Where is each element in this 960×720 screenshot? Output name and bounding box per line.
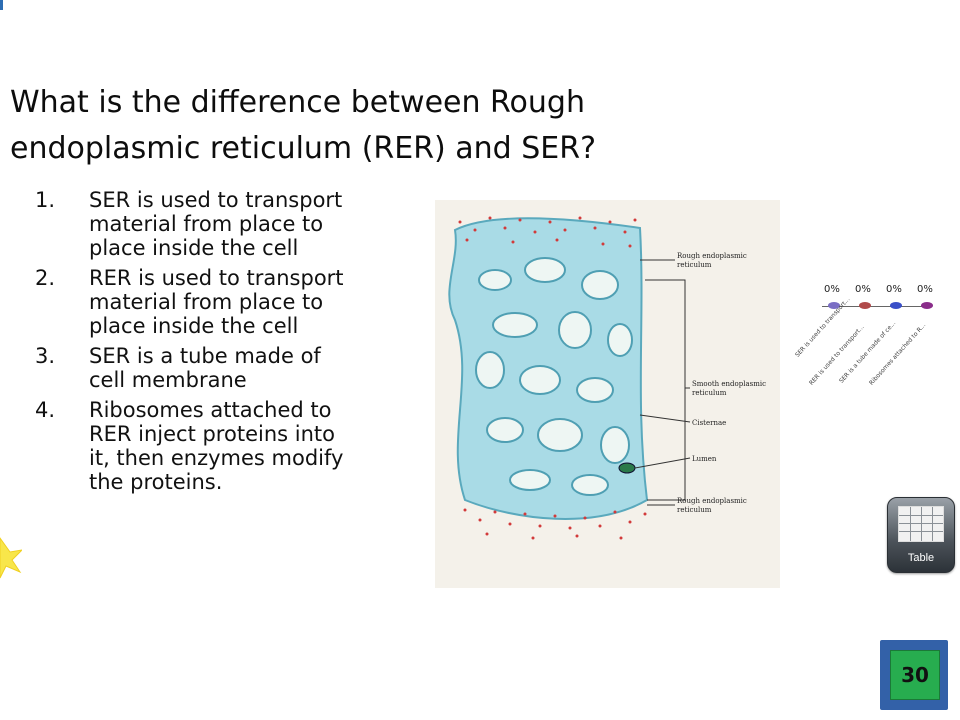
poll-bar-4 xyxy=(921,302,933,309)
slide-title-line-2: endoplasmic reticulum (RER) and SER? xyxy=(10,131,597,166)
poll-percentage: 0% xyxy=(886,284,902,295)
table-button-label: Table xyxy=(907,552,935,564)
answer-text-line: it, then enzymes modify xyxy=(89,446,344,470)
answer-text-line: material from place to xyxy=(89,290,324,314)
answer-number: 2. xyxy=(35,266,56,290)
table-grid-icon xyxy=(898,506,944,542)
label-lumen: Lumen xyxy=(692,455,717,463)
label-rough-er-top-2: reticulum xyxy=(677,261,712,269)
slide-title-line-1: What is the difference between Rough xyxy=(10,85,585,120)
answer-text-line: SER is a tube made of xyxy=(89,344,321,368)
poll-bar-3 xyxy=(890,302,902,309)
label-rough-er-top-1: Rough endoplasmic xyxy=(677,252,747,260)
answer-text-line: place inside the cell xyxy=(89,236,299,260)
answer-option-1[interactable]: 1. SER is used to transport material fro… xyxy=(35,188,420,260)
er-tubule-holes xyxy=(475,257,633,496)
answer-text-line: Ribosomes attached to xyxy=(89,398,332,422)
label-smooth-er-1: Smooth endoplasmic xyxy=(692,380,766,388)
slide-title: What is the difference between Rough end… xyxy=(10,80,710,172)
label-rough-er-bottom-1: Rough endoplasmic xyxy=(677,497,747,505)
sun-decoration-icon xyxy=(0,537,22,579)
countdown-value: 30 xyxy=(890,650,940,700)
poll-tick-label: SER is a tube made of ce... xyxy=(838,319,898,385)
answer-number: 1. xyxy=(35,188,56,212)
label-smooth-er-2: reticulum xyxy=(692,389,727,397)
answer-text-line: SER is used to transport xyxy=(89,188,343,212)
label-rough-er-bottom-2: reticulum xyxy=(677,506,712,514)
er-diagram-illustration: Rough endoplasmic reticulum Smooth endop… xyxy=(448,216,766,540)
answer-text-line: the proteins. xyxy=(89,470,223,494)
corner-accent xyxy=(0,0,3,10)
answer-text-line: cell membrane xyxy=(89,368,247,392)
answer-option-2[interactable]: 2. RER is used to transport material fro… xyxy=(35,266,420,338)
poll-percentage: 0% xyxy=(917,284,933,295)
answer-text-line: RER is used to transport xyxy=(89,266,344,290)
countdown-timer: 30 xyxy=(880,640,948,710)
table-view-button[interactable]: Table xyxy=(887,497,955,573)
poll-baseline xyxy=(822,306,932,307)
answer-option-4[interactable]: 4. Ribosomes attached to RER inject prot… xyxy=(35,398,420,494)
poll-results-chart: 0% 0% 0% 0% SER is used to transport... … xyxy=(780,280,960,400)
poll-tick-label: Ribosomes attached to R... xyxy=(868,321,928,387)
ribosome-dots xyxy=(458,216,647,540)
answer-text-line: place inside the cell xyxy=(89,314,299,338)
answer-text-line: material from place to xyxy=(89,212,324,236)
lumen-marker xyxy=(618,462,636,474)
diagram-labels: Rough endoplasmic reticulum Smooth endop… xyxy=(677,252,766,514)
poll-bar-2 xyxy=(859,302,871,309)
answer-option-3[interactable]: 3. SER is a tube made of cell membrane xyxy=(35,344,420,392)
answer-text-line: RER inject proteins into xyxy=(89,422,335,446)
answer-number: 4. xyxy=(35,398,56,422)
er-diagram: Rough endoplasmic reticulum Smooth endop… xyxy=(435,200,780,588)
answer-list: 1. SER is used to transport material fro… xyxy=(35,188,420,500)
poll-bar-1 xyxy=(828,302,840,309)
poll-percentage: 0% xyxy=(824,284,840,295)
poll-percentage: 0% xyxy=(855,284,871,295)
answer-number: 3. xyxy=(35,344,56,368)
label-cisternae: Cisternae xyxy=(692,419,726,427)
label-leader-lines xyxy=(634,259,691,506)
